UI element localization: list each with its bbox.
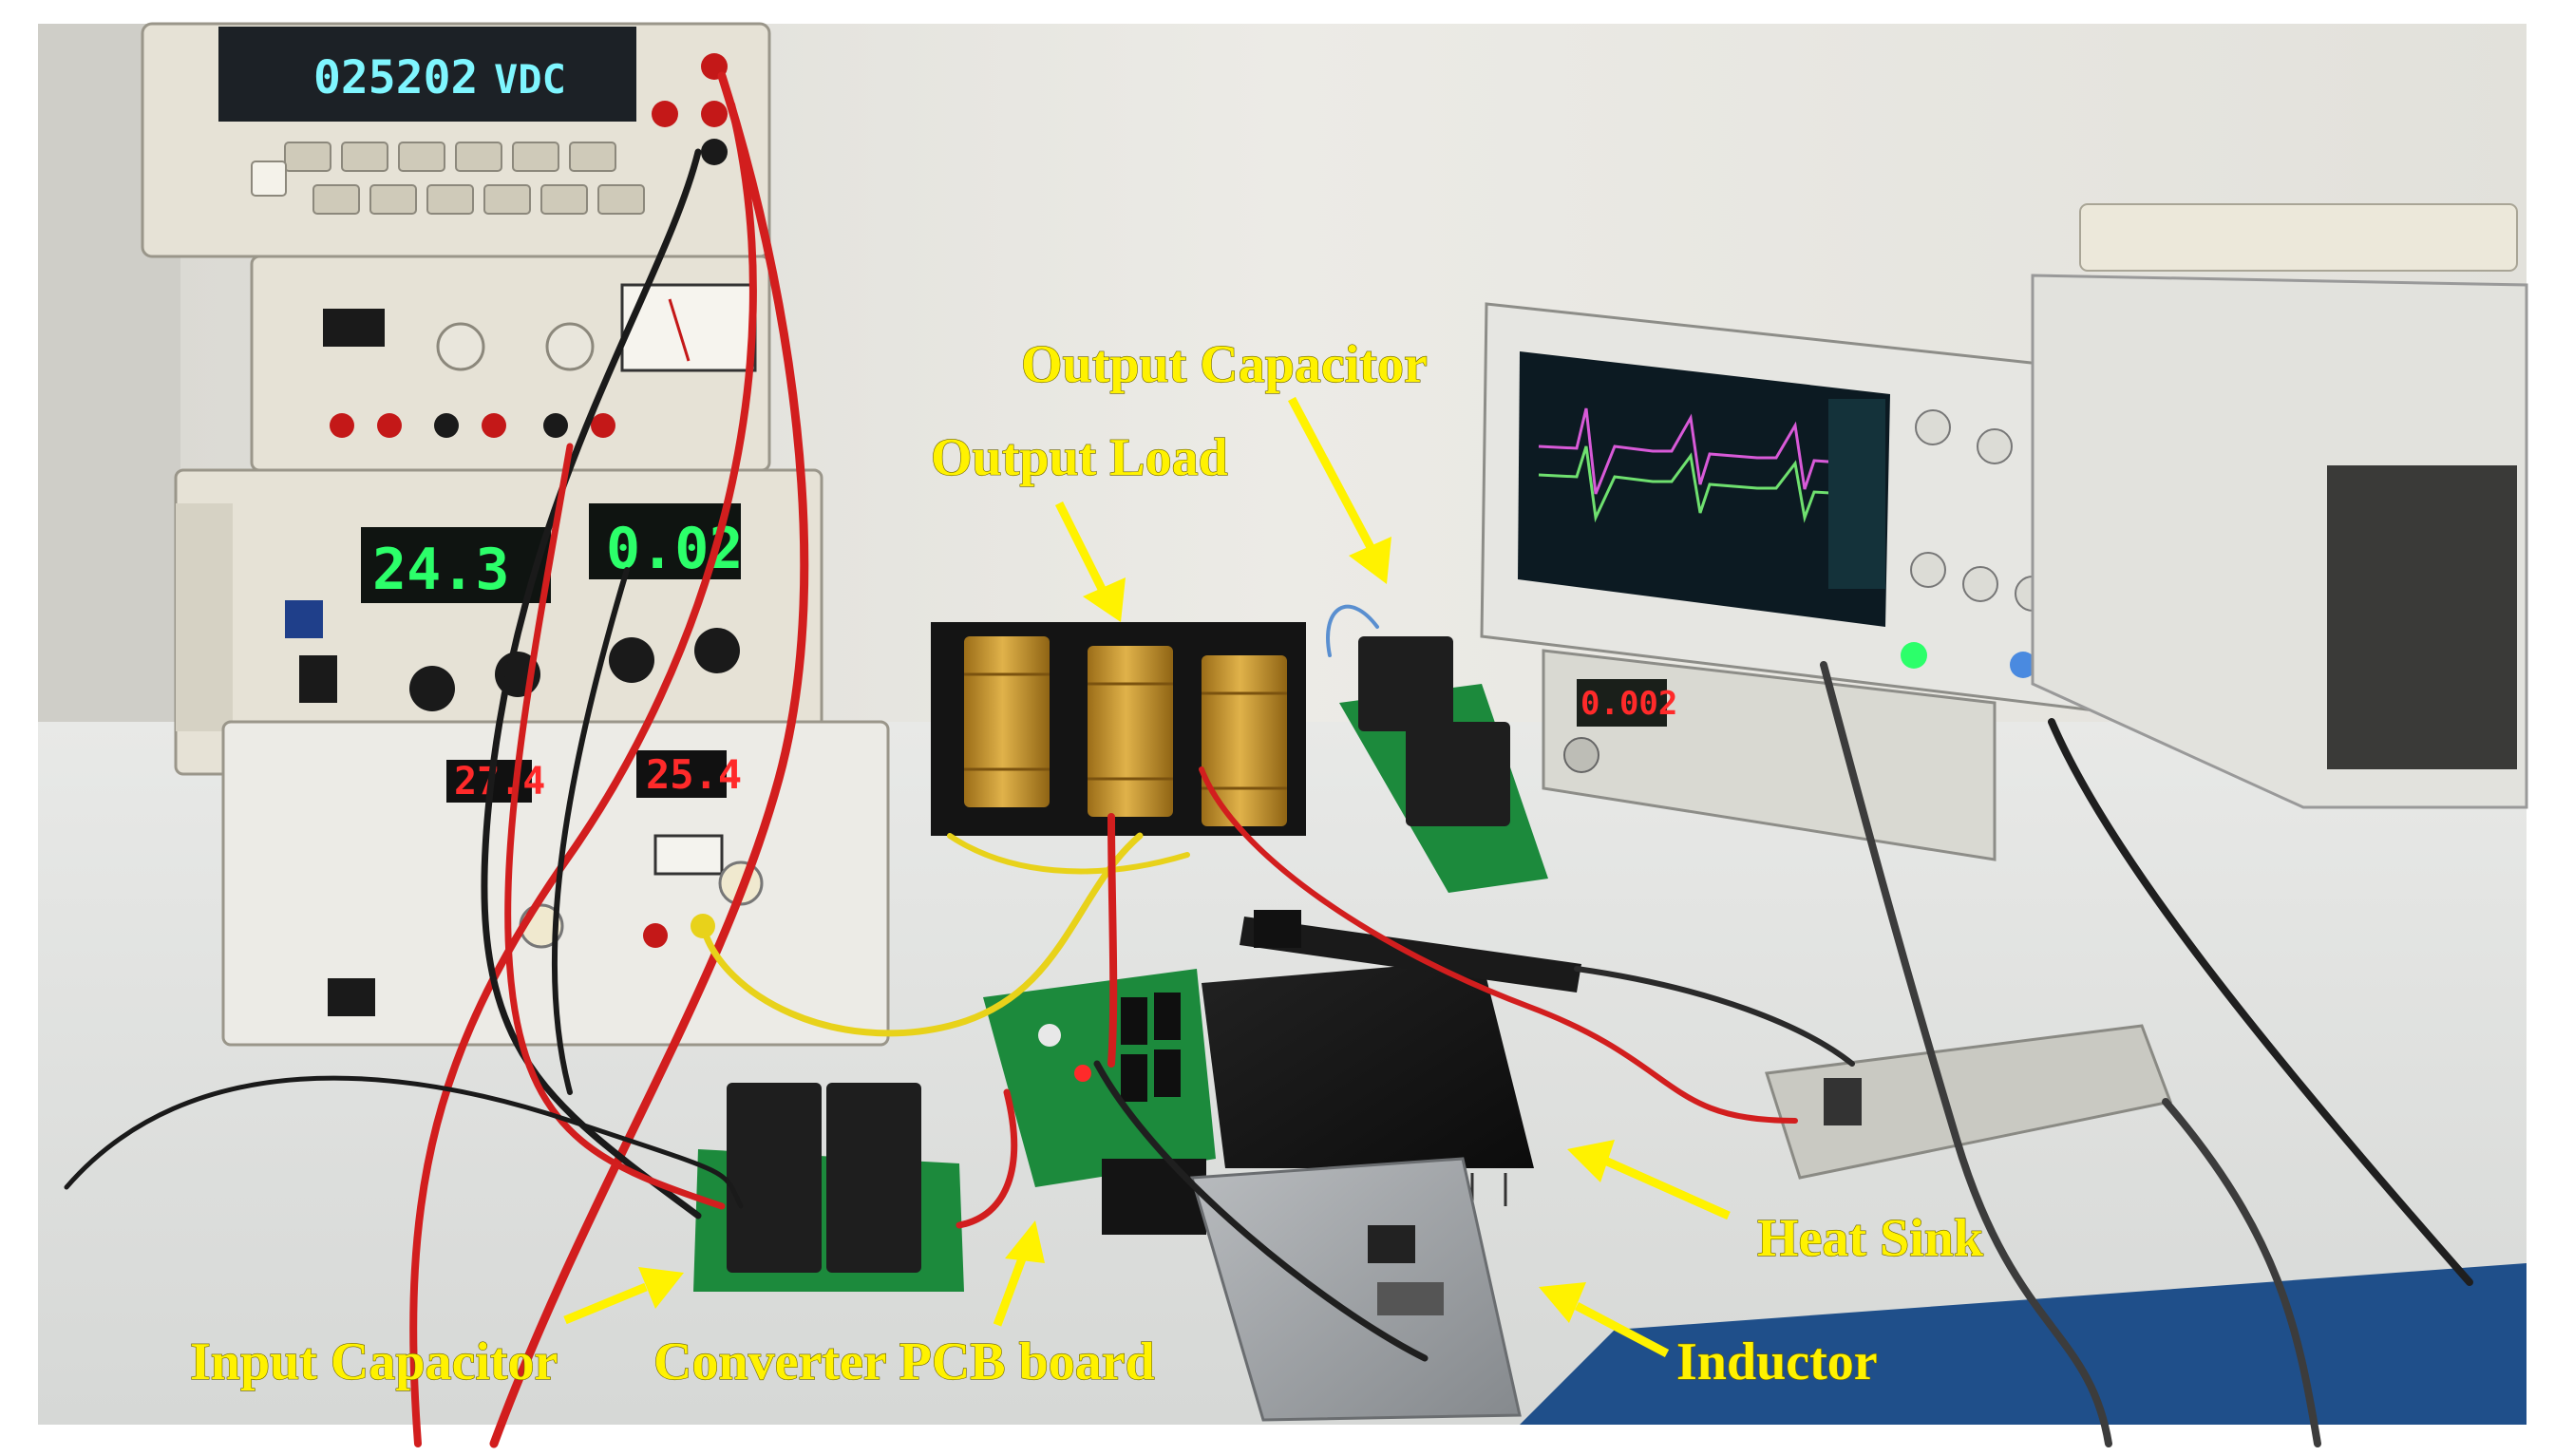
bench-front-trim: [1520, 1263, 2527, 1425]
differential-probe: [1765, 1024, 2173, 1180]
arrow-converter-pcb: [993, 1252, 1029, 1327]
arrow-inductor: [1574, 1302, 1670, 1357]
bottom-white-strip: [0, 1429, 2555, 1456]
triple-output-power-supply: [250, 255, 771, 472]
arrow-input-capacitor: [563, 1282, 648, 1325]
output-capacitor-board: [1339, 636, 1548, 893]
label-heat-sink: Heat Sink: [1757, 1209, 1984, 1268]
load-right-readout: 25.4: [646, 751, 742, 798]
arrow-output-capacitor: [1288, 396, 1376, 554]
function-generator-readout: 0.002: [1580, 685, 1677, 723]
input-capacitor-board: [693, 1083, 964, 1292]
label-inductor: Inductor: [1676, 1333, 1878, 1391]
label-output-load: Output Load: [931, 428, 1228, 487]
output-load-resistors: [931, 622, 1306, 836]
label-input-capacitor: Input Capacitor: [190, 1333, 558, 1391]
wiring: [64, 71, 2473, 1448]
crt-monitor: [2031, 203, 2528, 809]
supply-voltage-readout: 24.3: [372, 537, 510, 603]
oscilloscope: [1480, 302, 2191, 724]
multimeter-unit: VDC: [494, 56, 566, 103]
function-generator: 0.002: [1542, 649, 1997, 861]
multimeter-reading: 025202: [313, 51, 478, 104]
converter-pcb-board: [983, 969, 1216, 1235]
arrow-heat-sink: [1603, 1156, 1731, 1220]
label-output-capacitor: Output Capacitor: [1021, 335, 1428, 394]
load-left-readout: 27.4: [454, 760, 545, 804]
digital-multimeter: 025202 VDC: [141, 22, 771, 258]
arrow-output-load: [1054, 501, 1107, 592]
label-converter-pcb: Converter PCB board: [653, 1333, 1155, 1391]
inductor: [1190, 1157, 1522, 1422]
annotations: Output Capacitor Output Load Heat Sink I…: [189, 334, 1984, 1391]
